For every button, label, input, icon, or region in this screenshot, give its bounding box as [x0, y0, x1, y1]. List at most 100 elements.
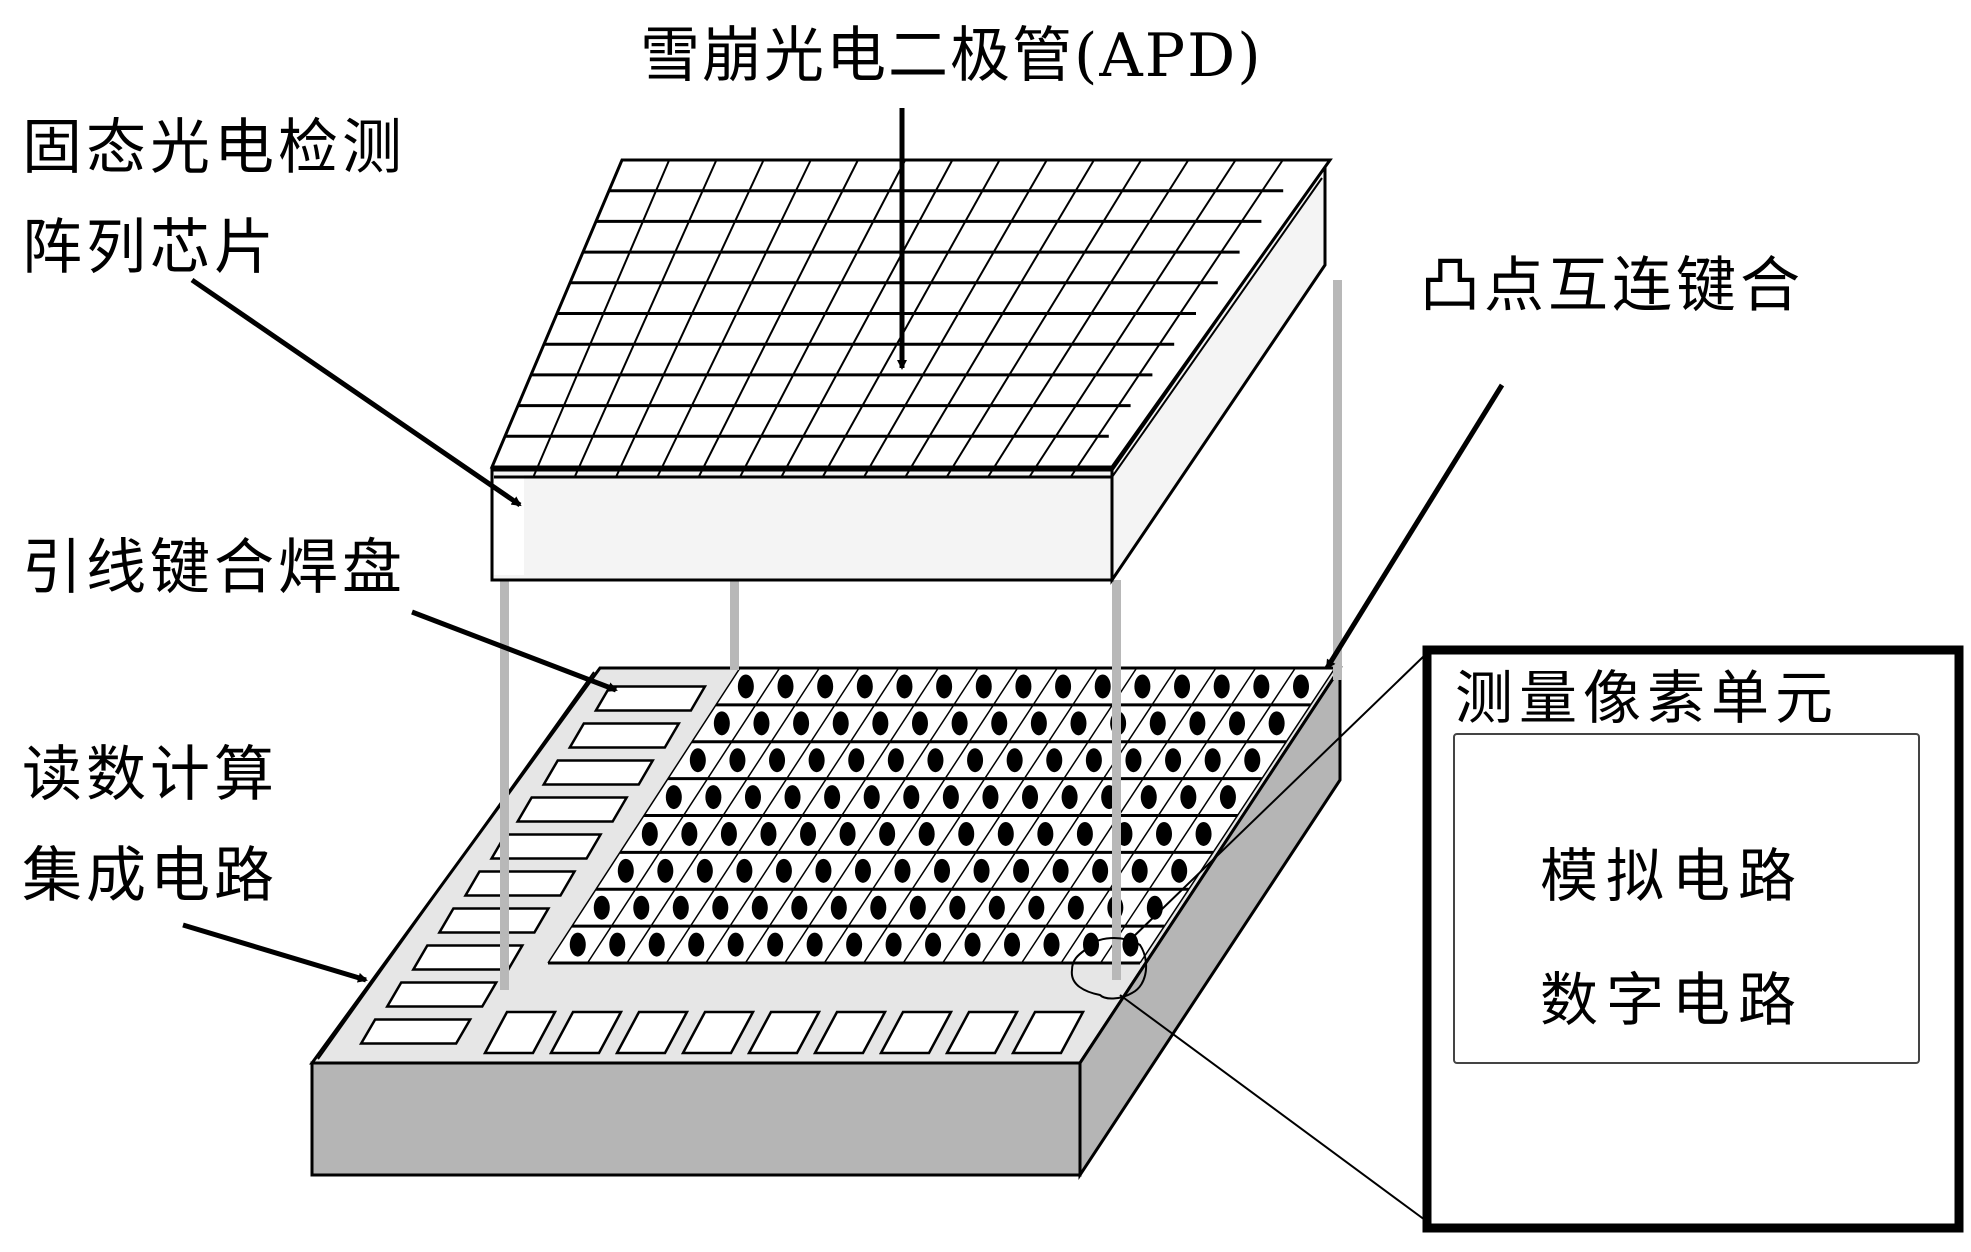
- solder-bump: [927, 748, 944, 773]
- wire-bond-pad: [385, 981, 499, 1008]
- solder-bump: [1085, 748, 1102, 773]
- solder-bump: [1171, 858, 1188, 883]
- bump-col-line: [705, 667, 900, 964]
- wire-bond-pad-bottom: [680, 1010, 756, 1055]
- apd-grid-col-line: [904, 159, 1095, 478]
- solder-bump: [872, 711, 889, 736]
- solder-bump: [1165, 748, 1182, 773]
- apd-grid-col-line: [532, 159, 671, 478]
- solder-bump: [854, 858, 871, 883]
- apd-grid-col-line: [821, 159, 1001, 478]
- solder-bump: [949, 895, 966, 920]
- label-solid-state-chip-line2: 阵列芯片: [22, 213, 278, 283]
- solder-bump: [925, 932, 942, 957]
- solder-bump: [903, 785, 920, 810]
- pixel-callout: [1070, 645, 1964, 1233]
- label-solid-state-chip-line1: 固态光电检测: [22, 113, 406, 183]
- solder-bump: [1055, 674, 1072, 699]
- apd-grid-col-line: [863, 159, 1048, 478]
- wire-bond-pad: [541, 759, 655, 786]
- wire-bond-pad-bottom: [944, 1010, 1020, 1055]
- wire-bond-pad: [463, 870, 577, 897]
- solder-bump: [964, 932, 981, 957]
- solder-bump: [975, 674, 992, 699]
- solder-bump: [1293, 674, 1310, 699]
- apd-grid-col-line: [573, 159, 718, 478]
- callout-highlight-blob: [1070, 937, 1148, 1000]
- solder-bump: [918, 821, 935, 846]
- label-roic-line1: 读数计算: [22, 740, 278, 810]
- solder-bump: [982, 785, 999, 810]
- bump-col-line: [1139, 667, 1336, 964]
- apd-front-face: [490, 468, 1114, 582]
- arrow-roic: [182, 922, 368, 983]
- solder-bump: [689, 748, 706, 773]
- solder-bump: [1149, 711, 1166, 736]
- roic-front-face: [310, 1061, 1082, 1177]
- solder-bump: [1146, 895, 1163, 920]
- solder-bump: [1052, 858, 1069, 883]
- solder-bump: [1125, 748, 1142, 773]
- bump-col-line: [942, 667, 1138, 964]
- solder-bump: [1189, 711, 1206, 736]
- bump-col-line: [626, 667, 820, 964]
- bump-col-line: [902, 667, 1098, 964]
- wire-bond-pad-bottom: [746, 1010, 822, 1055]
- wire-bond-pad-bottom: [482, 1010, 558, 1055]
- apd-grid-col-line: [945, 159, 1143, 478]
- bump-col-line: [823, 667, 1019, 964]
- label-apd: 雪崩光电二极管(APD): [640, 21, 1263, 91]
- solder-bump: [1028, 895, 1045, 920]
- bump-col-line: [547, 667, 741, 964]
- solder-bump: [830, 895, 847, 920]
- bump-col-line: [1099, 667, 1296, 964]
- label-roic-line2: 集成电路: [22, 841, 278, 911]
- wire-bond-pad: [593, 685, 708, 712]
- solder-bump: [720, 821, 737, 846]
- solder-bump: [1030, 711, 1047, 736]
- solder-bump: [1037, 821, 1054, 846]
- solder-bump: [1156, 821, 1173, 846]
- pixel-unit-digital: 数字电路: [1540, 966, 1805, 1034]
- apd-grid-col-line: [987, 159, 1190, 478]
- solder-bump: [713, 711, 730, 736]
- solder-bump: [909, 895, 926, 920]
- solder-bump: [1006, 748, 1023, 773]
- apd-pixel-grid: [505, 159, 1284, 478]
- pixel-unit-title: 测量像素单元: [1455, 664, 1840, 732]
- solder-bump: [856, 674, 873, 699]
- solder-bump: [848, 748, 865, 773]
- arrow-solid-state-chip: [190, 277, 522, 508]
- bottom-pads: [482, 1010, 1086, 1055]
- wire-bond-pad: [515, 796, 629, 823]
- solder-bump: [942, 785, 959, 810]
- solder-bump: [688, 932, 705, 957]
- solder-bump: [839, 821, 856, 846]
- apd-right-edge-inner: [1111, 177, 1323, 478]
- solder-bump: [934, 858, 951, 883]
- solder-bump: [736, 858, 753, 883]
- bump-col-line: [1060, 667, 1257, 964]
- pillar-far-right: [1333, 280, 1342, 680]
- solder-bump: [958, 821, 975, 846]
- solder-bump: [863, 785, 880, 810]
- bump-col-line: [744, 667, 939, 964]
- solder-bump: [1174, 674, 1191, 699]
- solder-bump: [1268, 711, 1285, 736]
- solder-bump: [1092, 858, 1109, 883]
- apd-grid-col-line: [780, 159, 954, 478]
- solder-bump: [885, 932, 902, 957]
- solder-bump: [696, 858, 713, 883]
- solder-bump: [936, 674, 953, 699]
- apd-grid-col-line: [615, 159, 765, 478]
- solder-bump: [793, 711, 810, 736]
- solder-bump: [777, 674, 794, 699]
- solder-bump: [1015, 674, 1032, 699]
- arrow-wire-bond-pad: [411, 609, 618, 693]
- arrow-bump-bonding: [1324, 383, 1505, 670]
- solder-bump: [1180, 785, 1197, 810]
- solder-bump: [800, 821, 817, 846]
- left-pads: [358, 685, 708, 1045]
- solder-bump: [760, 821, 777, 846]
